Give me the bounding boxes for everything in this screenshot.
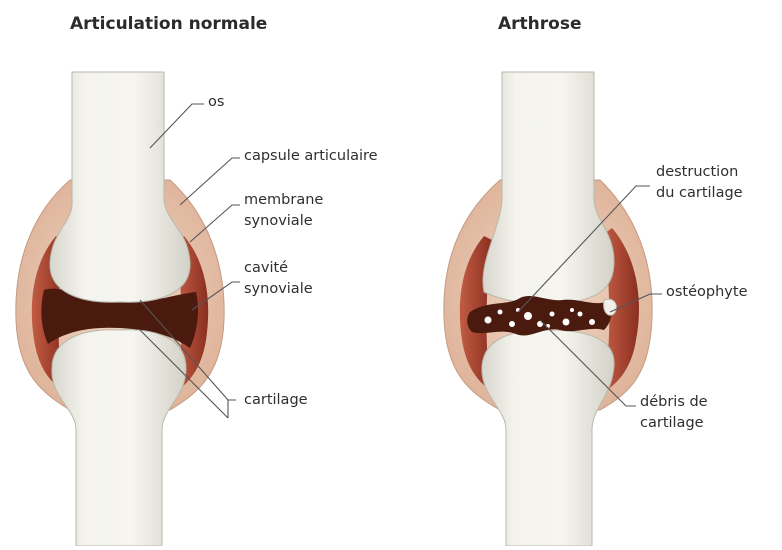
label-destruction-line1: destruction [656, 162, 743, 183]
label-membrane-line1: membrane [244, 190, 323, 211]
leader-capsule [180, 158, 240, 205]
label-cartilage: cartilage [244, 390, 308, 411]
label-destruction-cartilage: destruction du cartilage [656, 162, 743, 204]
label-os: os [208, 92, 224, 113]
label-membrane-line2: synoviale [244, 211, 323, 232]
lower-bone-normal [52, 330, 186, 546]
label-cavite-line2: synoviale [244, 279, 313, 300]
label-cavite-synoviale: cavité synoviale [244, 258, 313, 300]
label-debris-line1: débris de [640, 392, 708, 413]
leader-cartilage-bar [228, 400, 236, 418]
label-destruction-line2: du cartilage [656, 183, 743, 204]
label-cavite-line1: cavité [244, 258, 313, 279]
label-osteophyte: ostéophyte [666, 282, 748, 303]
title-arthrose: Arthrose [498, 14, 581, 34]
lower-bone-arthrose [482, 330, 614, 546]
arthrose-joint [444, 72, 652, 546]
label-membrane-synoviale: membrane synoviale [244, 190, 323, 232]
title-articulation-normale: Articulation normale [70, 14, 267, 34]
label-debris-line2: cartilage [640, 413, 708, 434]
label-capsule-articulaire: capsule articulaire [244, 146, 378, 167]
upper-bone-arthrose [483, 72, 614, 304]
osteophyte [604, 299, 617, 315]
label-debris-cartilage: débris de cartilage [640, 392, 708, 434]
